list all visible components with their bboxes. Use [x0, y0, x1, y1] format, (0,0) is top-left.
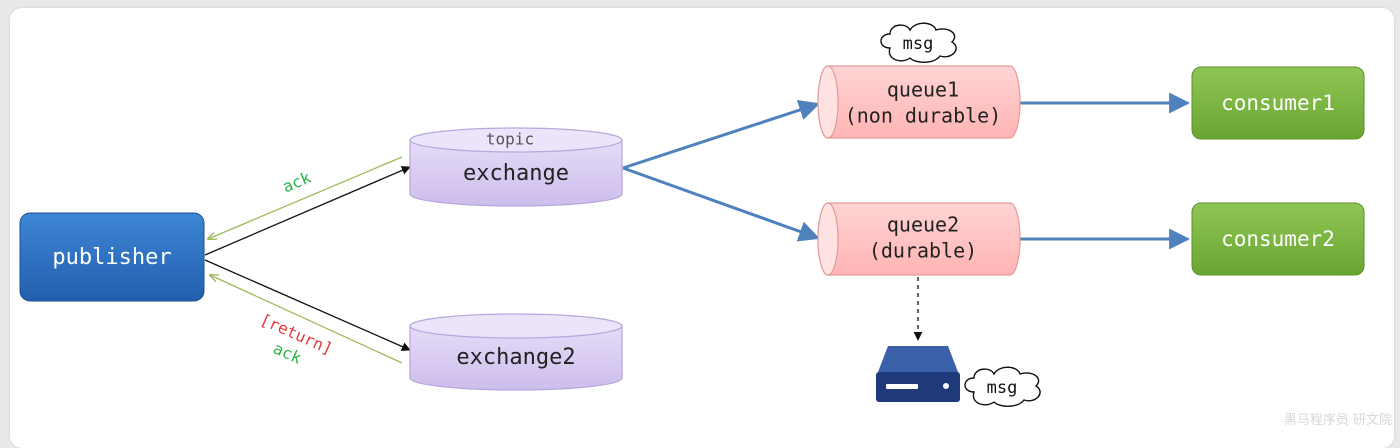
queue1-node: queue1 (non durable) [818, 66, 1020, 138]
consumer1-label: consumer1 [1221, 91, 1335, 115]
msg-cloud-queue1: msg [881, 23, 956, 62]
exchange-label: exchange [463, 161, 569, 186]
consumer1-node: consumer1 [1192, 67, 1364, 139]
queue2-durability: (durable) [869, 239, 977, 263]
queue1-label: queue1 [887, 78, 959, 102]
consumer2-node: consumer2 [1192, 203, 1364, 275]
exchange-to-queue2-arrow [623, 168, 818, 238]
return-ack-from-exchange2-arrow [210, 275, 402, 363]
watermark: 黑马程序员 研文院 [1284, 409, 1392, 428]
publisher-node: publisher [20, 213, 204, 301]
ack-label-top: ack [280, 168, 314, 197]
rabbitmq-confirm-diagram: ack [return] ack publisher topic exchang… [0, 0, 1400, 430]
exchange-node: topic exchange [410, 128, 622, 206]
exchange2-node: exchange2 [410, 314, 622, 390]
exchange-type-tag: topic [486, 130, 534, 149]
msg-label-disk: msg [987, 378, 1018, 398]
queue1-durability: (non durable) [845, 104, 1002, 128]
disk-storage-icon [876, 346, 960, 402]
exchange-to-queue1-arrow [623, 104, 818, 168]
queue2-label: queue2 [887, 213, 959, 237]
msg-label-queue1: msg [903, 34, 934, 54]
consumer2-label: consumer2 [1221, 227, 1335, 251]
queue2-node: queue2 (durable) [818, 203, 1020, 275]
publisher-label: publisher [52, 245, 171, 270]
exchange2-label: exchange2 [456, 345, 575, 370]
msg-cloud-disk: msg [965, 367, 1040, 406]
